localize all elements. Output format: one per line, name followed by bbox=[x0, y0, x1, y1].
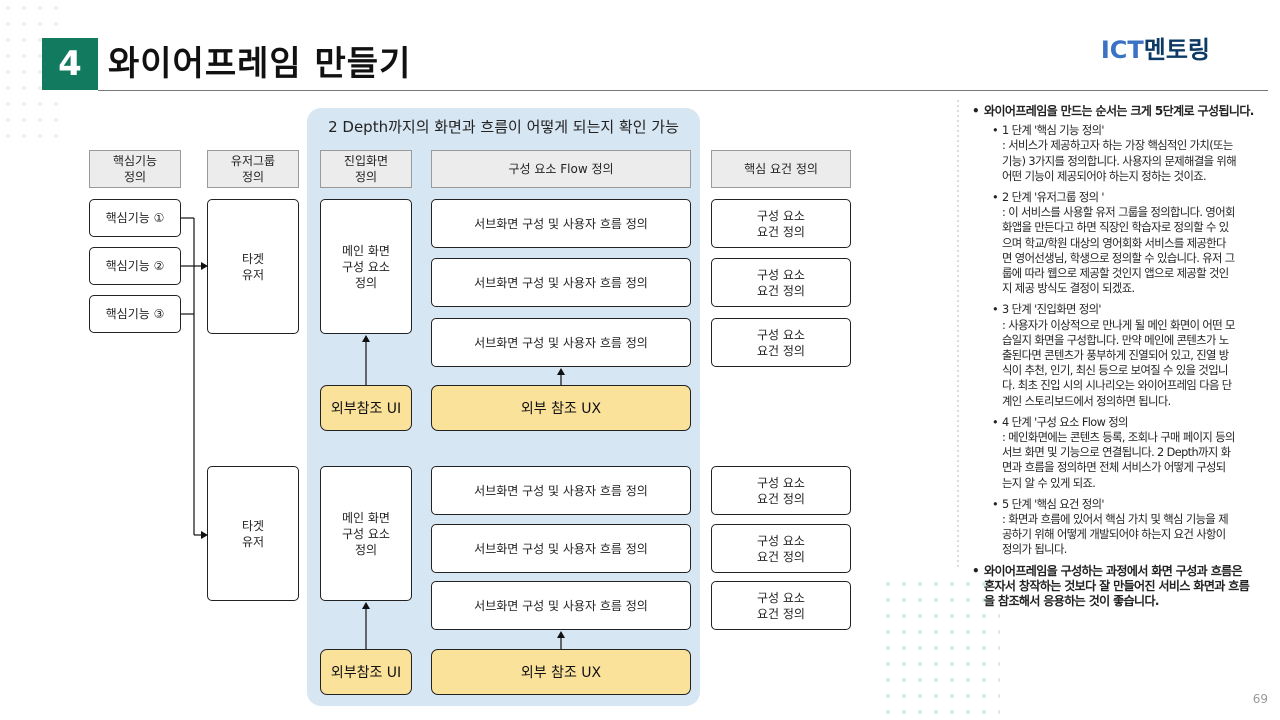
col-header-core-feature: 핵심기능 정의 bbox=[89, 150, 181, 188]
step-3-title: 3 단계 '진입화면 정의' bbox=[1002, 303, 1102, 317]
col-header-requirements: 핵심 요건 정의 bbox=[711, 150, 851, 188]
connector-lines bbox=[181, 100, 959, 649]
step-5: 5 단계 '핵심 요건 정의' : 화면과 흐름에 있어서 핵심 가치 및 핵심… bbox=[968, 497, 1268, 558]
entry-main-box-2: 메인 화면 구성 요소 정의 bbox=[320, 466, 412, 601]
col-header-user-group: 유저그룹 정의 bbox=[207, 150, 299, 188]
step-4-desc: : 메인화면에는 콘텐츠 등록, 조회나 구매 페이지 등의 서브 화면 및 기… bbox=[1002, 431, 1235, 490]
step-5-desc: : 화면과 흐름에 있어서 핵심 가치 및 핵심 기능을 제 공하기 위해 어떻… bbox=[1002, 513, 1229, 557]
step-2: 2 단계 '유저그룹 정의 ' : 이 서비스를 사용할 유저 그룹을 정의합니… bbox=[968, 190, 1268, 296]
step-3: 3 단계 '진입화면 정의' : 사용자가 이상적으로 만나게 될 메인 화면이… bbox=[968, 302, 1268, 408]
flow-box-1: 서브화면 구성 및 사용자 흐름 정의 bbox=[431, 199, 691, 248]
flow-box-4: 서브화면 구성 및 사용자 흐름 정의 bbox=[431, 466, 691, 515]
step-1-title: 1 단계 '핵심 기능 정의' bbox=[1002, 124, 1105, 138]
feature-box-1: 핵심기능 ① bbox=[89, 199, 181, 237]
feature-box-2: 핵심기능 ② bbox=[89, 247, 181, 285]
step-4-title: 4 단계 '구성 요소 Flow 정의 bbox=[1002, 415, 1128, 429]
external-ui-box-1: 외부참조 UI bbox=[320, 385, 412, 431]
target-user-box-1: 타겟 유저 bbox=[207, 199, 299, 334]
external-ux-box-1: 외부 참조 UX bbox=[431, 385, 691, 431]
step-1-desc: : 서비스가 제공하고자 하는 가장 핵심적인 가치(또는 기능) 3가지를 정… bbox=[1002, 139, 1237, 183]
feature-box-3: 핵심기능 ③ bbox=[89, 295, 181, 333]
requirement-box-1: 구성 요소 요건 정의 bbox=[711, 199, 851, 248]
closing-bullet: 와이어프레임을 구성하는 과정에서 화면 구성과 흐름은 혼자서 창작하는 것보… bbox=[968, 564, 1268, 610]
explanation-panel: 와이어프레임을 만드는 순서는 크게 5단계로 구성됩니다. 1 단계 '핵심 … bbox=[968, 104, 1268, 613]
flow-box-3: 서브화면 구성 및 사용자 흐름 정의 bbox=[431, 318, 691, 367]
flow-box-6: 서브화면 구성 및 사용자 흐름 정의 bbox=[431, 581, 691, 630]
panel-title: 2 Depth까지의 화면과 흐름이 어떻게 되는지 확인 가능 bbox=[328, 118, 679, 136]
title-divider bbox=[98, 90, 1268, 91]
section-number-badge: 4 bbox=[42, 38, 98, 90]
requirement-box-5: 구성 요소 요건 정의 bbox=[711, 524, 851, 573]
intro-bullet: 와이어프레임을 만드는 순서는 크게 5단계로 구성됩니다. bbox=[968, 104, 1268, 119]
external-ux-box-2: 외부 참조 UX bbox=[431, 649, 691, 695]
logo-ict-text: ICT bbox=[1100, 36, 1144, 64]
requirement-box-6: 구성 요소 요건 정의 bbox=[711, 581, 851, 630]
entry-main-box-1: 메인 화면 구성 요소 정의 bbox=[320, 199, 412, 334]
col-header-flow: 구성 요소 Flow 정의 bbox=[431, 150, 691, 188]
step-2-desc: : 이 서비스를 사용할 유저 그룹을 정의합니다. 영어회 화앱을 만든다고 … bbox=[1002, 206, 1235, 296]
step-3-desc: : 사용자가 이상적으로 만나게 될 메인 화면이 어떤 모 습일지 화면을 구… bbox=[1002, 318, 1235, 408]
step-2-title: 2 단계 '유저그룹 정의 ' bbox=[1002, 191, 1105, 205]
step-1: 1 단계 '핵심 기능 정의' : 서비스가 제공하고자 하는 가장 핵심적인 … bbox=[968, 123, 1268, 184]
step-5-title: 5 단계 '핵심 요건 정의' bbox=[1002, 497, 1105, 511]
ict-mentoring-logo: ICT멘토링 bbox=[1101, 30, 1210, 65]
page-title: 와이어프레임 만들기 bbox=[108, 44, 412, 84]
page-number: 69 bbox=[1252, 692, 1268, 706]
requirement-box-3: 구성 요소 요건 정의 bbox=[711, 318, 851, 367]
requirement-box-2: 구성 요소 요건 정의 bbox=[711, 258, 851, 307]
col-header-entry-screen: 진입화면 정의 bbox=[320, 150, 412, 188]
external-ui-box-2: 외부참조 UI bbox=[320, 649, 412, 695]
step-4: 4 단계 '구성 요소 Flow 정의 : 메인화면에는 콘텐츠 등록, 조회나… bbox=[968, 415, 1268, 491]
requirement-box-4: 구성 요소 요건 정의 bbox=[711, 466, 851, 515]
logo-mentoring-text: 멘토링 bbox=[1143, 36, 1210, 64]
flow-box-5: 서브화면 구성 및 사용자 흐름 정의 bbox=[431, 524, 691, 573]
flow-box-2: 서브화면 구성 및 사용자 흐름 정의 bbox=[431, 258, 691, 307]
